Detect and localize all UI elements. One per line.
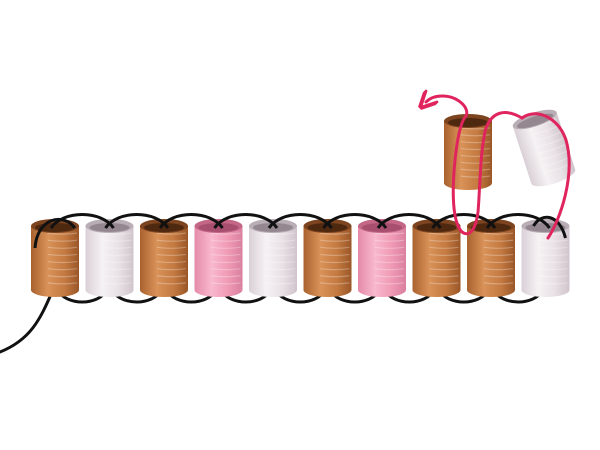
thread-front-loops xyxy=(33,213,567,249)
bead-row-8 xyxy=(412,219,461,297)
bead-row-3 xyxy=(140,219,188,297)
bead-row-5 xyxy=(249,219,297,297)
bead-row-2 xyxy=(85,219,134,297)
bead-row-9 xyxy=(467,219,515,297)
new-bead-white xyxy=(512,109,576,187)
bead-row-1 xyxy=(31,219,79,297)
new-beads-group xyxy=(444,109,576,190)
new-thread-path xyxy=(426,96,571,240)
thread-direction-arrow-icon xyxy=(426,96,469,118)
bead-row-4 xyxy=(194,219,243,297)
bead-row-7 xyxy=(358,219,406,297)
thread-tail xyxy=(0,290,54,354)
bead-row-6 xyxy=(303,219,352,297)
new-bead-copper xyxy=(444,114,492,190)
bead-row xyxy=(31,219,570,297)
